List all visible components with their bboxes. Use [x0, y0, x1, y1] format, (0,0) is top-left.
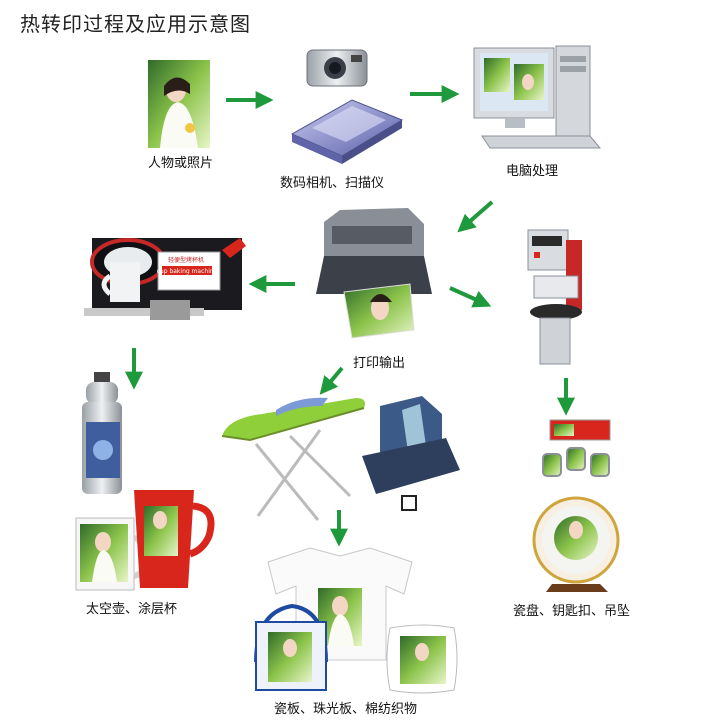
label-plate-keychain: 瓷盘、钥匙扣、吊坠	[513, 600, 630, 619]
mug-press-plate-line2: cup baking machine	[157, 268, 218, 275]
label-photo: 人物或照片	[148, 152, 213, 171]
scanner	[292, 100, 402, 164]
mug-press-plate-line1: 轻便型烤杯机	[168, 256, 204, 264]
label-computer: 电脑处理	[506, 160, 558, 179]
label-camera-scanner: 数码相机、扫描仪	[280, 172, 384, 191]
label-slab-textile: 瓷板、珠光板、棉纺织物	[274, 698, 417, 717]
water-bottle	[82, 372, 122, 494]
digital-camera	[307, 50, 367, 86]
computer	[474, 46, 600, 148]
ironing-board	[222, 398, 365, 520]
mug-press-machine	[84, 238, 246, 320]
flat-heat-press	[362, 396, 460, 510]
label-print: 打印输出	[353, 352, 405, 371]
red-latte-mug	[134, 490, 211, 588]
printer	[316, 208, 432, 338]
arrow-computer-to-printer	[460, 202, 492, 230]
arrow-printer-to-platepress	[450, 288, 488, 305]
key-chains-and-pendants	[543, 420, 610, 476]
label-bottle-mug: 太空壶、涂层杯	[86, 598, 177, 617]
source-photo	[148, 60, 210, 148]
plate-press-machine	[528, 230, 582, 364]
pillow	[387, 625, 457, 693]
photo-plate	[534, 498, 618, 592]
arrow-print-to-iron	[322, 368, 342, 392]
tote-bag	[256, 606, 326, 690]
